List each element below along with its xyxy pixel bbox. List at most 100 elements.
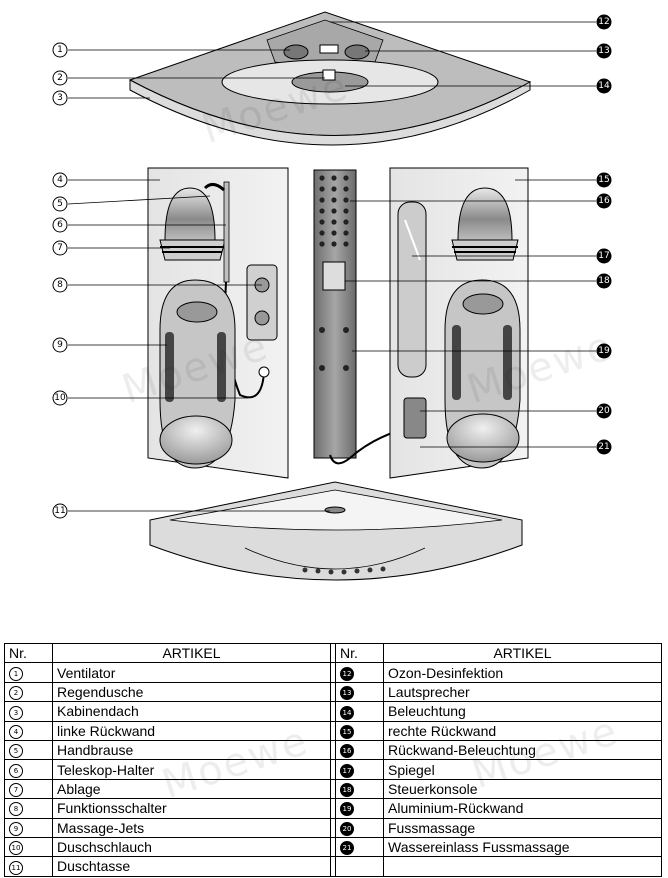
- item-number-marker: 11: [9, 860, 23, 875]
- item-number-marker: 21: [340, 841, 354, 856]
- callout-number: 20: [598, 406, 610, 416]
- item-number-cell: 16: [335, 739, 384, 761]
- callout-number: 16: [598, 196, 610, 206]
- callout-marker: [52, 503, 68, 519]
- item-label: Beleuchtung: [383, 701, 662, 722]
- table-row: 5 Handbrause 16 Rückwand-Beleuchtung: [4, 739, 662, 761]
- callout-leader-line: [67, 195, 211, 205]
- massage-nozzle: [319, 241, 325, 247]
- item-label: Handbrause: [52, 739, 331, 761]
- callout-marker: [596, 78, 612, 94]
- callout-number: 19: [598, 346, 610, 356]
- item-label: [383, 856, 662, 877]
- massage-nozzle: [319, 186, 325, 192]
- cabin-roof: [128, 11, 532, 146]
- item-number-marker: 17: [340, 763, 354, 778]
- item-number-marker: 4: [9, 724, 23, 739]
- item-number-cell: 2: [4, 681, 53, 703]
- item-label: Ablage: [52, 778, 331, 800]
- massage-nozzle: [331, 219, 337, 225]
- item-number-marker: 9: [9, 821, 23, 836]
- callout-marker: [52, 240, 68, 256]
- item-number-cell: 13: [335, 681, 384, 703]
- table-header-row: Nr. ARTIKEL Nr. ARTIKEL: [4, 642, 662, 664]
- item-label: Lautsprecher: [383, 681, 662, 703]
- item-label: Kabinendach: [52, 701, 331, 722]
- callout-marker: [596, 172, 612, 188]
- massage-nozzle: [343, 175, 349, 181]
- item-number-marker: 10: [9, 841, 23, 856]
- item-label: Fussmassage: [383, 817, 662, 838]
- callout-number: 5: [57, 199, 63, 209]
- callout-number: 18: [598, 276, 610, 286]
- item-number-cell: 14: [335, 701, 384, 722]
- massage-nozzle: [331, 241, 337, 247]
- item-number-cell: 17: [335, 759, 384, 780]
- item-number-marker: 12: [340, 666, 354, 681]
- callout-number: 9: [57, 340, 63, 350]
- massage-nozzle: [331, 208, 337, 214]
- callout-number: 12: [598, 17, 609, 27]
- callout-marker: [52, 217, 68, 233]
- massage-nozzle: [331, 197, 337, 203]
- callout-marker: [52, 277, 68, 293]
- item-label: Massage-Jets: [52, 817, 331, 838]
- callout-number: 10: [54, 393, 66, 403]
- item-number-marker: 8: [9, 802, 23, 817]
- item-label: Spiegel: [383, 759, 662, 780]
- item-label: Rückwand-Beleuchtung: [383, 739, 662, 761]
- callout-number: 1: [57, 45, 63, 55]
- item-number-cell: 20: [335, 817, 384, 838]
- item-number-cell: 15: [335, 720, 384, 741]
- massage-nozzle: [319, 219, 325, 225]
- massage-nozzle: [319, 208, 325, 214]
- item-number-marker: 2: [9, 686, 23, 701]
- item-number-cell: 1: [4, 662, 53, 683]
- header-artikel: ARTIKEL: [52, 642, 331, 664]
- massage-nozzle: [331, 175, 337, 181]
- callout-number: 8: [57, 280, 63, 290]
- item-label: Ventilator: [52, 662, 331, 683]
- item-number-cell: 9: [4, 817, 53, 838]
- item-number-marker: 6: [9, 763, 23, 778]
- item-number-cell: 7: [4, 778, 53, 800]
- callout-marker: [52, 172, 68, 188]
- callout-marker: [596, 248, 612, 264]
- item-number-cell: 10: [4, 836, 53, 858]
- item-number-marker: 5: [9, 744, 23, 759]
- item-number-cell: 6: [4, 759, 53, 780]
- header-nr: Nr.: [335, 642, 384, 664]
- massage-nozzle: [331, 230, 337, 236]
- aluminium-back-wall: [313, 169, 401, 465]
- item-number-cell: 11: [4, 856, 53, 877]
- item-label: Duschschlauch: [52, 836, 331, 858]
- callout-number: 11: [54, 506, 65, 516]
- item-number-marker: 18: [340, 783, 354, 798]
- item-number-marker: 1: [9, 666, 23, 681]
- left-back-wall: [147, 167, 289, 479]
- item-number-marker: 3: [9, 705, 23, 720]
- header-nr: Nr.: [4, 642, 53, 664]
- item-number-cell: 5: [4, 739, 53, 761]
- callout-marker: [596, 14, 612, 30]
- item-number-cell: 3: [4, 701, 53, 722]
- header-artikel: ARTIKEL: [383, 642, 662, 664]
- callout-marker: [596, 193, 612, 209]
- right-back-wall: [389, 167, 529, 479]
- callout-marker: [52, 70, 68, 86]
- callout-number: 14: [598, 81, 610, 91]
- shower-tray: [149, 481, 523, 581]
- callout-marker: [52, 196, 68, 212]
- item-number-marker: 16: [340, 744, 354, 759]
- massage-nozzle: [343, 197, 349, 203]
- item-label: rechte Rückwand: [383, 720, 662, 741]
